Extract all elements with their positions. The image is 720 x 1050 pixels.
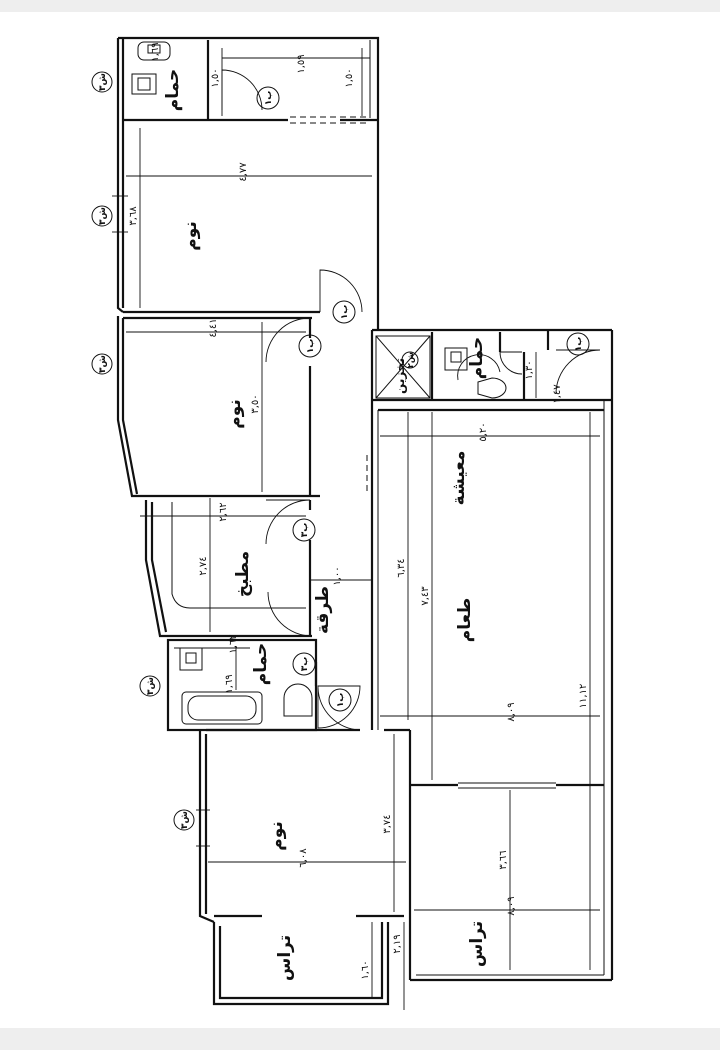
window-marks xyxy=(112,195,210,847)
window-tag: ش٣ xyxy=(173,809,195,831)
dim-top-closet-w: ١,٥٩ xyxy=(296,54,307,73)
dim-terrace-h: ٣,٦٦ xyxy=(498,850,509,869)
window-tag: ش٢ xyxy=(401,351,419,369)
dim-terrace-w: ٨,٠٩ xyxy=(506,896,517,915)
dim-bed1-w: ٤,٧٧ xyxy=(238,162,249,182)
dim-bath-mid-w: ١,٦٢ xyxy=(228,634,239,653)
dim-top-closet-h: ١,٥٠ xyxy=(344,68,355,87)
dim-bed3-w: ٣,٧٤ xyxy=(382,814,393,833)
window-tag: ش٣ xyxy=(91,205,113,227)
door-tag: ب٣ xyxy=(292,518,316,542)
dim-top-bath-w: ١,٦٩ xyxy=(150,42,161,61)
svg-text:ب١: ب١ xyxy=(306,339,316,354)
door-tags: ب١ ب١ ب١ ب٣ ب٣ ب١ ب١ xyxy=(256,86,590,712)
svg-text:ب٣: ب٣ xyxy=(300,523,310,538)
dim-dining-w: ٨,٠٩ xyxy=(506,702,517,721)
dim-small-bath-h: ١,٣٠ xyxy=(524,360,535,379)
door-tag: ب١ xyxy=(566,332,590,356)
room-label-terrace-left: تراس xyxy=(275,935,295,981)
room-label-bed-1: نوم xyxy=(181,221,201,251)
door-tag: ب١ xyxy=(328,688,352,712)
room-label-storage: تخزين xyxy=(393,358,407,394)
window-tag: ش٣ xyxy=(91,71,113,93)
svg-text:ب١: ب١ xyxy=(574,337,584,352)
svg-text:ب١: ب١ xyxy=(340,305,350,320)
dim-total-h: ١١,١٢ xyxy=(578,684,589,709)
dim-kitchen-h: ٢,٧٤ xyxy=(198,556,209,575)
fixtures xyxy=(131,41,507,725)
dim-living-h2: ٧,٤٣ xyxy=(420,586,431,606)
door-tag: ب١ xyxy=(332,300,356,324)
svg-text:ش٣: ش٣ xyxy=(98,207,108,225)
dim-bed2-w: ٤,٤١ xyxy=(208,318,219,337)
walls xyxy=(116,36,614,1006)
window-tag: ش٣ xyxy=(91,353,113,375)
room-label-living: معيشة xyxy=(449,451,469,506)
window-tags: ش٣ ش٣ ش٣ ش٣ ش٢ ش٣ xyxy=(91,71,419,831)
svg-text:ش٣: ش٣ xyxy=(180,811,190,829)
svg-text:ش٢: ش٢ xyxy=(406,352,416,368)
doors xyxy=(221,69,601,731)
door-tag: ب٣ xyxy=(292,652,316,676)
svg-text:ب١: ب١ xyxy=(336,693,346,708)
room-label-corridor: طرقة xyxy=(313,586,333,634)
floor-plan-sheet: حمام نوم نوم مطبخ حمام طرقة معيشة طعام ح… xyxy=(0,12,720,1028)
door-tag: ب١ xyxy=(298,334,322,358)
dim-terrace-left-h2: ١,٦٠ xyxy=(360,960,371,979)
dimension-labels: ١,٦٩ ١,٥٩ ١,٥٠ ١,٥٠ ٤,٧٧ ٣,٦٨ ٤,٤١ ٣,٥٠ … xyxy=(128,42,589,979)
svg-text:ش٣: ش٣ xyxy=(98,73,108,91)
dim-terrace-left-h1: ٢,١٩ xyxy=(392,934,403,953)
dim-bed1-h: ٣,٦٨ xyxy=(128,206,139,226)
room-label-bed-2: نوم xyxy=(225,399,245,429)
dim-kitchen-w: ٢,٦٢ xyxy=(218,502,229,521)
dimension-lines xyxy=(126,48,600,1010)
room-labels: حمام نوم نوم مطبخ حمام طرقة معيشة طعام ح… xyxy=(163,69,487,981)
door-tag: ب١ xyxy=(256,86,280,110)
window-tag: ش٣ xyxy=(139,675,161,697)
dim-living-w: ٥,٢٠ xyxy=(478,422,489,441)
room-label-bath-top: حمام xyxy=(163,69,183,112)
dim-living-h1: ٦,٣٤ xyxy=(396,558,407,577)
floor-plan-drawing: حمام نوم نوم مطبخ حمام طرقة معيشة طعام ح… xyxy=(91,36,614,1010)
dim-bed3-h: ٦,٠٨ xyxy=(298,848,309,868)
dim-top-bath-h: ١,٥٠ xyxy=(210,68,221,87)
room-label-kitchen: مطبخ xyxy=(233,551,253,597)
svg-text:ش٣: ش٣ xyxy=(98,355,108,373)
svg-text:ب٣: ب٣ xyxy=(300,657,310,672)
dim-bath-mid-h: ١,٦٩ xyxy=(224,674,235,693)
room-label-dining: طعام xyxy=(455,598,475,642)
dim-bed2-h: ٣,٥٠ xyxy=(250,394,261,413)
room-label-bed-3: نوم xyxy=(267,821,287,851)
dim-corridor-w: ١,٠٠ xyxy=(332,566,343,585)
room-label-bath-mid: حمام xyxy=(251,643,271,686)
dim-small-bath-w: ١,٤٧ xyxy=(552,384,563,404)
room-label-terrace-right: تراس xyxy=(467,921,487,967)
svg-text:ش٣: ش٣ xyxy=(146,677,156,695)
svg-text:ب١: ب١ xyxy=(264,91,274,106)
room-label-bath-small: حمام xyxy=(467,337,487,380)
